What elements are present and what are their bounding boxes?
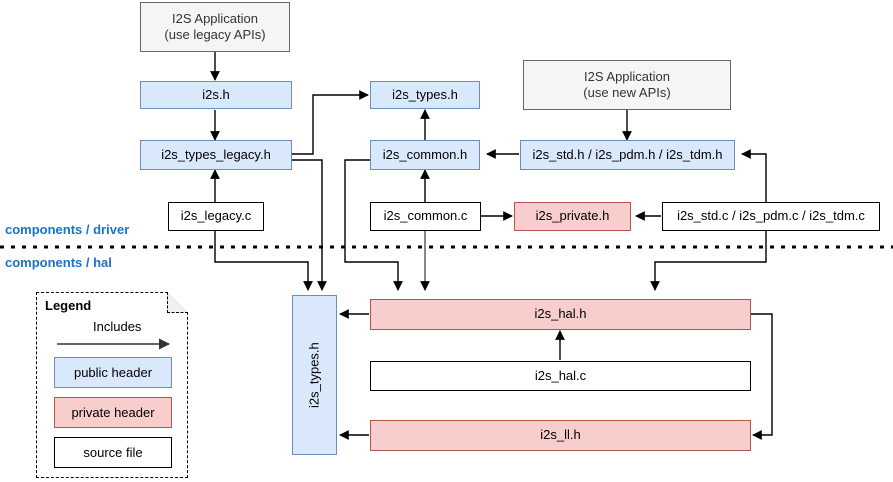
- legend-title: Legend: [45, 298, 92, 313]
- node-i2s-ll-h[interactable]: i2s_ll.h: [370, 420, 751, 451]
- node-app-legacy[interactable]: I2S Application (use legacy APIs): [140, 2, 290, 52]
- legend-item-public-header: public header: [54, 357, 172, 388]
- edge-stdc-halh: [650, 230, 767, 291]
- node-i2s-std-pdm-tdm-h[interactable]: i2s_std.h / i2s_pdm.h / i2s_tdm.h: [520, 140, 735, 170]
- node-i2s-private-h[interactable]: i2s_private.h: [514, 202, 631, 231]
- node-i2s-common-h[interactable]: i2s_common.h: [370, 140, 480, 170]
- node-i2s-types-h-top[interactable]: i2s_types.h: [370, 81, 480, 109]
- legend-item-source-file: source file: [54, 437, 172, 468]
- edge-typeslegacy-haltypes: [291, 159, 327, 291]
- node-i2s-std-pdm-tdm-c[interactable]: i2s_std.c / i2s_pdm.c / i2s_tdm.c: [662, 202, 880, 231]
- legend-box: Legend Includes public header private he…: [36, 292, 188, 478]
- node-i2s-types-legacy-h[interactable]: i2s_types_legacy.h: [140, 140, 292, 170]
- legend-item-private-header: private header: [54, 397, 172, 428]
- edge-legacyc-haltypes: [214, 230, 313, 291]
- node-i2s-types-h-hal[interactable]: i2s_types.h: [292, 295, 337, 455]
- legend-arrow-icon: [57, 338, 171, 350]
- app-new-line2: (use new APIs): [583, 85, 671, 100]
- legend-fold-corner: [167, 292, 188, 313]
- edge-stdc-stdh: [741, 149, 767, 202]
- app-new-line1: I2S Application: [583, 68, 670, 84]
- node-i2s-h[interactable]: i2s.h: [140, 81, 292, 109]
- node-app-new[interactable]: I2S Application (use new APIs): [523, 60, 731, 110]
- app-legacy-line1: I2S Application: [171, 10, 258, 26]
- app-legacy-line2: (use legacy APIs): [164, 27, 266, 42]
- node-i2s-common-c[interactable]: i2s_common.c: [370, 202, 481, 231]
- edge-typeslegacy-types: [291, 90, 369, 155]
- divider-label-hal: components / hal: [5, 255, 112, 270]
- edge-halh-llh: [751, 313, 773, 440]
- node-i2s-hal-h[interactable]: i2s_hal.h: [370, 299, 751, 330]
- node-i2s-legacy-c[interactable]: i2s_legacy.c: [168, 202, 264, 231]
- node-i2s-hal-c[interactable]: i2s_hal.c: [370, 361, 751, 391]
- divider-label-driver: components / driver: [5, 222, 130, 237]
- legend-includes-label: Includes: [93, 319, 142, 334]
